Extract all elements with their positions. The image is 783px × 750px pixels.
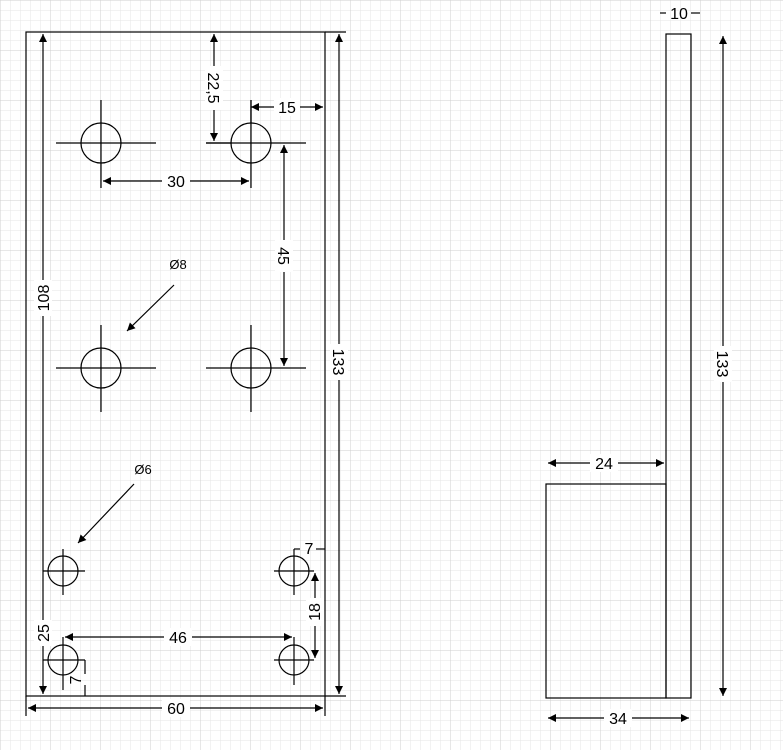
- small-hole-upper-left: [43, 549, 85, 595]
- side-base: [545, 483, 667, 699]
- note-hole-d6: Ø6: [134, 462, 151, 477]
- dim-base-depth-24: 24: [595, 456, 613, 473]
- side-upright: [665, 33, 692, 699]
- dim-thickness-10: 10: [670, 6, 688, 23]
- dim-height-133: 133: [329, 349, 346, 376]
- small-hole-lower-right: [274, 637, 314, 685]
- dim-top-offset-22-5: 22,5: [204, 72, 221, 103]
- dim-spacing-45: 45: [274, 247, 291, 265]
- large-hole-top-left: [56, 100, 156, 188]
- side-dimension-texts: 10 133 24 34: [590, 6, 732, 728]
- dim-small-bottom-distance-25: 25: [36, 624, 53, 642]
- small-hole-lower-left: [43, 637, 85, 690]
- dim-height-108: 108: [36, 285, 53, 312]
- dim-spacing-30: 30: [167, 174, 185, 191]
- plate-outline: [25, 31, 326, 697]
- dim-right-offset-15: 15: [278, 100, 296, 117]
- dim-total-depth-34: 34: [609, 711, 627, 728]
- dim-small-bottom-offset-7: 7: [68, 675, 85, 684]
- large-hole-mid-right: [206, 325, 306, 412]
- side-view: [545, 33, 692, 699]
- small-hole-upper-right: [274, 549, 314, 595]
- front-dimension-texts: 108 133 60 22,5 15 30 45 Ø8 Ø6 46 18 7 7…: [34, 66, 348, 718]
- dim-spacing-46: 46: [169, 630, 187, 647]
- dim-small-right-offset-7: 7: [305, 541, 314, 558]
- dim-spacing-18: 18: [307, 603, 324, 621]
- dim-width-60: 60: [167, 701, 185, 718]
- large-hole-mid-left: [56, 325, 156, 412]
- dim-side-height-133: 133: [713, 351, 730, 378]
- note-hole-d8: Ø8: [169, 257, 186, 272]
- front-view: [25, 31, 326, 697]
